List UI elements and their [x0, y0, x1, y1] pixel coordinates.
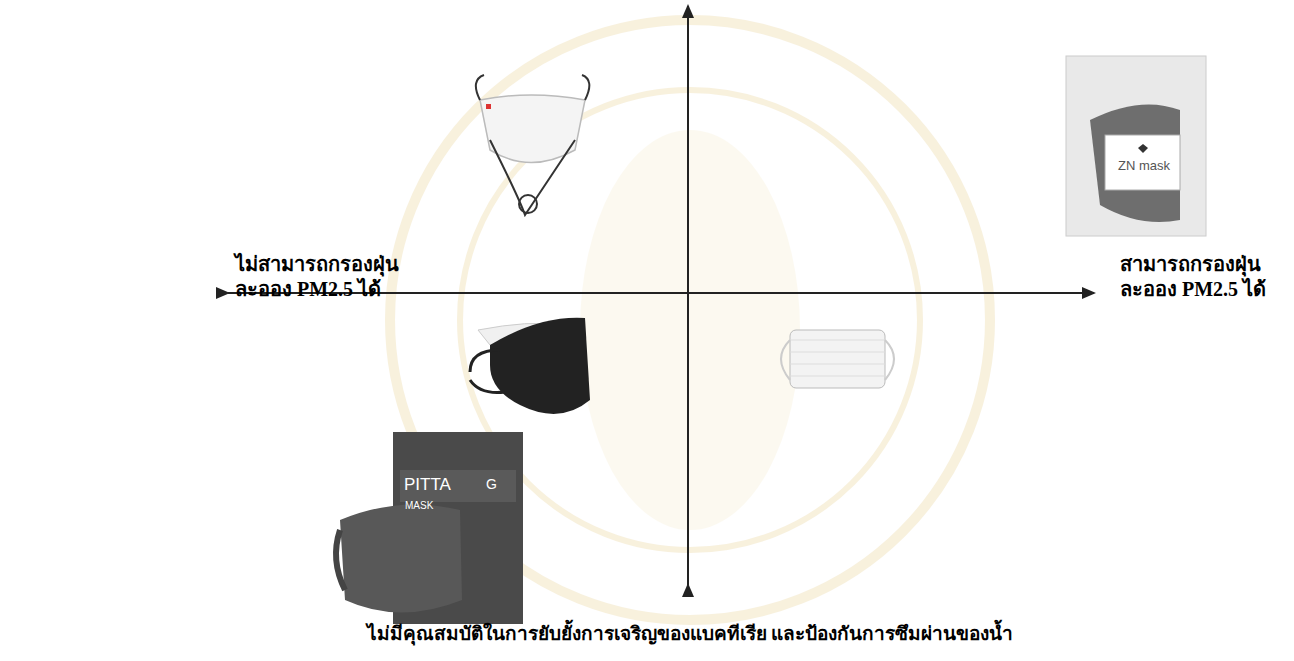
axis-label: ไม่สามารถกรองฝุ่น ละออง PM2.5 ได้ — [235, 252, 420, 302]
package-text: PITTA — [404, 474, 451, 495]
zn-mask-package — [1066, 56, 1206, 236]
pitta-package — [336, 432, 523, 624]
axis-label: ไม่มีคุณสมบัติในการยับยั้งการเจริญของแบค… — [367, 622, 1014, 646]
surgical-mask — [781, 330, 894, 388]
axis-label: สามารถกรองฝุ่น ละออง PM2.5 ได้ — [1120, 252, 1290, 302]
package-text: MASK — [405, 500, 433, 513]
white-mask — [476, 75, 590, 215]
y-axis — [687, 6, 689, 585]
package-text: G — [486, 476, 497, 494]
black-mask — [470, 318, 590, 414]
package-text: ZN mask — [1118, 158, 1170, 174]
